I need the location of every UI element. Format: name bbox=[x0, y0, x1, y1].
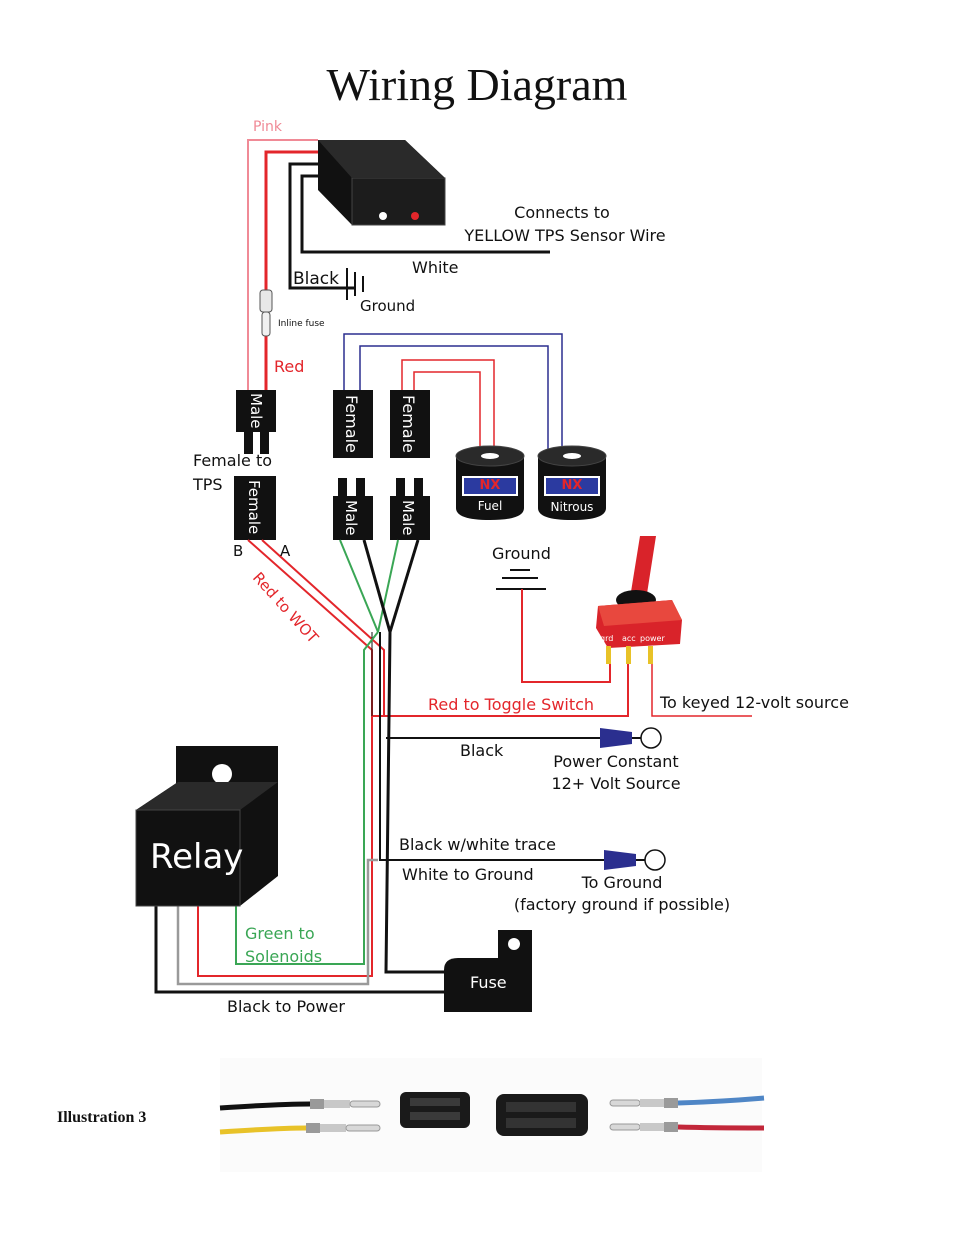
female-label-tps: Female bbox=[245, 480, 263, 534]
switch-grd-label: grd bbox=[600, 634, 613, 643]
connects-to-label-2: YELLOW TPS Sensor Wire bbox=[463, 226, 665, 245]
fuel-solenoid bbox=[455, 445, 525, 520]
white-label: White bbox=[412, 258, 459, 277]
ground-terminal bbox=[604, 849, 666, 871]
red-wire-relay bbox=[197, 716, 373, 977]
illustration-label: Illustration 3 bbox=[57, 1109, 146, 1126]
green-wire-1 bbox=[339, 539, 379, 633]
connects-to-label-1: Connects to bbox=[514, 203, 610, 222]
ground-top-label: Ground bbox=[360, 297, 415, 315]
red-wire-fuel-outer bbox=[401, 359, 495, 452]
black-white-trace-label: Black w/white trace bbox=[399, 835, 556, 854]
red-wire-ground-to-switch bbox=[521, 589, 611, 683]
fuel-nx-logo: NX bbox=[480, 478, 501, 493]
inline-fuse bbox=[259, 289, 273, 337]
tps-module bbox=[318, 140, 446, 226]
male-connector-harness-2 bbox=[390, 478, 430, 540]
female-connector-tps bbox=[234, 476, 276, 540]
white-wire bbox=[300, 174, 550, 254]
pink-wire bbox=[247, 139, 318, 392]
red-wire-fuel-inner bbox=[413, 371, 481, 452]
illustration-connector-2 bbox=[496, 1094, 588, 1136]
female-label-2: Female bbox=[399, 395, 418, 453]
female-to-tps-label-2: TPS bbox=[192, 475, 223, 494]
female-connector-solenoid-2 bbox=[390, 390, 430, 458]
fuse-block bbox=[444, 930, 532, 1012]
red-to-wot-label: Red to WOT bbox=[249, 569, 322, 648]
illustration-connector-1 bbox=[400, 1092, 470, 1128]
grey-wire-relay bbox=[176, 858, 378, 986]
power-constant-terminal bbox=[600, 727, 662, 749]
fuse-label: Fuse bbox=[470, 973, 507, 992]
black-mid-label: Black bbox=[460, 741, 504, 760]
ground-symbol-top bbox=[346, 268, 364, 300]
nitrous-solenoid bbox=[537, 445, 607, 520]
relay-label: Relay bbox=[150, 837, 243, 877]
switch-acc-label: acc bbox=[622, 634, 636, 643]
red-wire-keyed-source bbox=[651, 664, 752, 717]
switch-power-label: power bbox=[640, 634, 665, 643]
page-title: Wiring Diagram bbox=[327, 59, 628, 110]
to-ground-label-2: (factory ground if possible) bbox=[514, 895, 730, 914]
black-wire-harness-1 bbox=[362, 539, 392, 633]
illustration-wire-pins-right bbox=[609, 1095, 765, 1132]
white-to-ground-label: White to Ground bbox=[402, 865, 534, 884]
male-connector-tps bbox=[236, 390, 276, 454]
male-label-2: Male bbox=[399, 500, 417, 536]
pin-a-label: A bbox=[280, 542, 291, 560]
red-label: Red bbox=[274, 357, 304, 376]
red-wire-wot bbox=[261, 539, 385, 716]
blue-wire-inner bbox=[359, 345, 549, 452]
green-to-label-2: Solenoids bbox=[245, 947, 322, 966]
nitrous-label: Nitrous bbox=[551, 500, 594, 514]
module-led-white bbox=[379, 212, 387, 220]
green-wire-2 bbox=[377, 539, 399, 633]
black-to-power-label: Black to Power bbox=[227, 997, 345, 1016]
black-label: Black bbox=[293, 269, 339, 289]
pink-label: Pink bbox=[253, 119, 283, 135]
black-wire-trunk bbox=[384, 631, 444, 974]
female-to-tps-label-1: Female to bbox=[193, 451, 272, 470]
female-label-1: Female bbox=[342, 395, 361, 453]
power-constant-label-1: Power Constant bbox=[553, 752, 678, 771]
pin-b-label: B bbox=[233, 542, 243, 560]
blue-wire-outer bbox=[343, 333, 563, 452]
nitrous-nx-logo: NX bbox=[562, 478, 583, 493]
power-constant-label-2: 12+ Volt Source bbox=[551, 774, 680, 793]
to-keyed-label: To keyed 12-volt source bbox=[659, 693, 849, 712]
illustration-wire-pins bbox=[219, 1099, 381, 1135]
male-label-tps: Male bbox=[247, 393, 265, 429]
black-white-trace-wire bbox=[379, 632, 606, 861]
red-to-toggle-label: Red to Toggle Switch bbox=[428, 695, 594, 714]
black-wire bbox=[288, 162, 354, 290]
fuel-label: Fuel bbox=[478, 499, 503, 513]
to-ground-label-1: To Ground bbox=[581, 873, 663, 892]
green-wire-to-relay bbox=[235, 631, 379, 965]
illustration-photo bbox=[219, 1058, 765, 1172]
toggle-switch bbox=[596, 536, 682, 664]
relay bbox=[135, 746, 278, 907]
male-connector-harness-1 bbox=[333, 478, 373, 540]
module-led-red bbox=[411, 212, 419, 220]
red-wire-upper bbox=[264, 150, 318, 290]
female-connector-solenoid-1 bbox=[333, 390, 373, 458]
ground-mid-label: Ground bbox=[492, 544, 551, 563]
male-label-1: Male bbox=[342, 500, 360, 536]
black-wire-to-power bbox=[154, 906, 444, 994]
green-to-label-1: Green to bbox=[245, 924, 315, 943]
ground-symbol-mid bbox=[496, 569, 546, 590]
inline-fuse-label: Inline fuse bbox=[278, 319, 325, 329]
black-wire-harness-2 bbox=[388, 539, 420, 633]
